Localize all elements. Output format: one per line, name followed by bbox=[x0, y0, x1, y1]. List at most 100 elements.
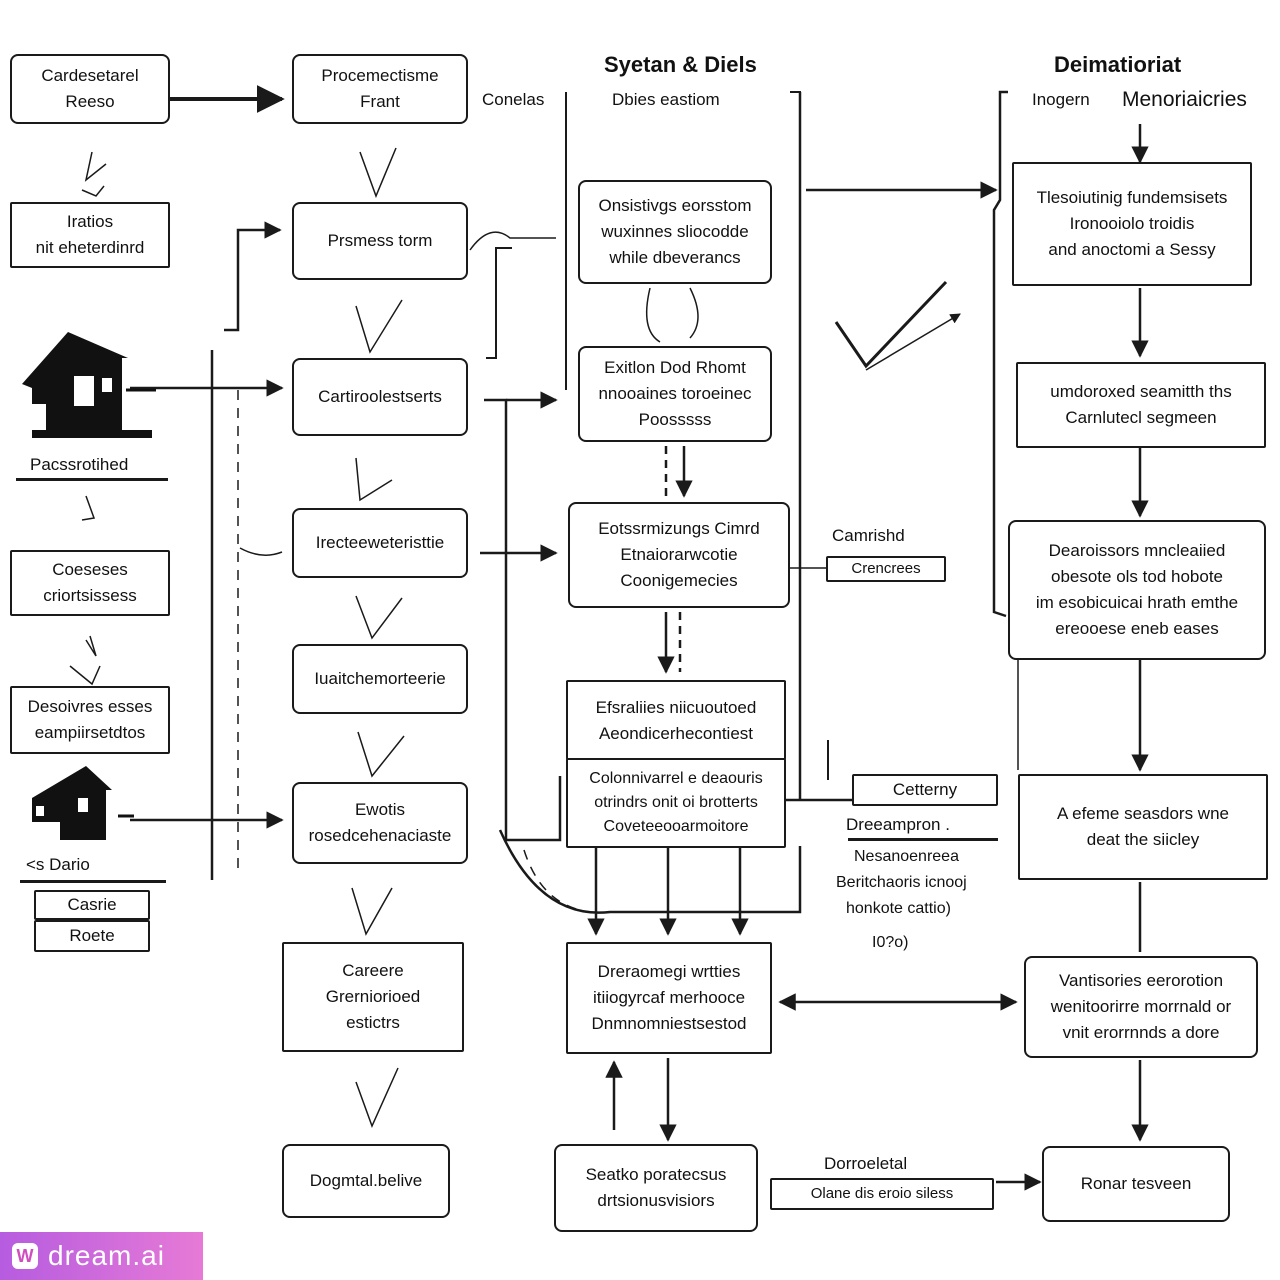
col2-box-2[interactable]: Prsmess torm bbox=[292, 202, 468, 280]
col4-box-6[interactable]: Ronar tesveen bbox=[1042, 1146, 1230, 1222]
col3-box-3-line-1: Eotssrmizungs Cimrd bbox=[598, 519, 760, 538]
col3-box-4a[interactable]: Efsraliies niicuoutoed Aeondicerhecontie… bbox=[566, 680, 786, 760]
col2-box-7-line-2: Grerniorioed bbox=[325, 987, 421, 1006]
col1-box-4-line-1: Desoivres esses bbox=[27, 697, 153, 716]
col4-box-4[interactable]: A efeme seasdors wne deat the siicley bbox=[1018, 774, 1268, 880]
col3-box-1-line-1: Onsistivgs eorsstom bbox=[598, 196, 752, 215]
col1-box-4-line-2: eampiirsetdtos bbox=[34, 723, 146, 742]
col1-box-4[interactable]: Desoivres esses eampiirsetdtos bbox=[10, 686, 170, 754]
col3-box-2-line-2: nnooaines toroeinec bbox=[598, 384, 752, 403]
col3-box-2[interactable]: Exitlon Dod Rhomt nnooaines toroeinec Po… bbox=[578, 346, 772, 442]
olane-box[interactable]: Olane dis eroio siless bbox=[770, 1178, 994, 1210]
col2-box-4[interactable]: Irecteeweteristtie bbox=[292, 508, 468, 578]
dreeampron-label: Dreeampron . bbox=[846, 815, 950, 834]
col4-box-1-line-3: and anoctomi a Sessy bbox=[1048, 240, 1216, 259]
cetterny-label: Cetterny bbox=[892, 780, 958, 799]
col4-box-2-line-2: Carnlutecl segmeen bbox=[1065, 408, 1217, 427]
system-subheader-right: Dbies eastiom bbox=[612, 90, 720, 109]
col3-box-4a-line-2: Aeondicerhecontiest bbox=[598, 724, 754, 743]
cmerees-box[interactable]: Crencrees bbox=[826, 556, 946, 582]
w-logo-icon: W bbox=[12, 1243, 38, 1269]
col4-box-5[interactable]: Vantisories eerorotion wenitoorirre morr… bbox=[1024, 956, 1258, 1058]
col4-box-4-line-2: deat the siicley bbox=[1086, 830, 1200, 849]
col1-box-1[interactable]: Cardesetarel Reeso bbox=[10, 54, 170, 124]
col3-box-5-line-2: itiiogyrcaf merhooce bbox=[592, 988, 746, 1007]
dream-ai-watermark: W dream.ai bbox=[0, 1232, 203, 1280]
col1-box-3-line-1: Coeseses bbox=[52, 560, 128, 579]
col4-box-3-line-3: im esobicuicai hrath emthe bbox=[1035, 593, 1239, 612]
col4-box-3[interactable]: Dearoissors mncleaiied obesote ols tod h… bbox=[1008, 520, 1266, 660]
col4-box-3-line-4: ereooese eneb eases bbox=[1055, 619, 1219, 638]
col2-box-6-line-2: rosedcehenaciaste bbox=[308, 826, 452, 845]
col3-box-1[interactable]: Onsistivgs eorsstom wuxinnes sliocodde w… bbox=[578, 180, 772, 284]
col2-box-1-line-2: Frant bbox=[360, 92, 400, 111]
cmerees-label: Crencrees bbox=[851, 560, 921, 577]
defination-subheader-left: Inogern bbox=[1032, 90, 1090, 109]
col2-box-6-line-1: Ewotis bbox=[354, 800, 406, 819]
col4-box-3-line-1: Dearoissors mncleaiied bbox=[1048, 541, 1226, 560]
col3-box-4b[interactable]: Colonnivarrel e deaouris otrindrs onit o… bbox=[566, 758, 786, 848]
col2-box-7-line-3: estictrs bbox=[346, 1013, 400, 1032]
col3-box-5[interactable]: Dreraomegi wrtties itiiogyrcaf merhooce … bbox=[566, 942, 772, 1054]
house-small-icon bbox=[32, 766, 134, 840]
col3-box-3-line-2: Etnaiorarwcotie bbox=[620, 545, 738, 564]
col2-box-7[interactable]: Careere Grerniorioed estictrs bbox=[282, 942, 464, 1052]
note-line-1: Nesanoenreea bbox=[854, 848, 959, 865]
defination-header: Deimatioriat bbox=[1054, 52, 1182, 77]
col3-box-3[interactable]: Eotssrmizungs Cimrd Etnaiorarwcotie Coon… bbox=[568, 502, 790, 608]
col4-box-2[interactable]: umdoroxed seamitth ths Carnlutecl segmee… bbox=[1016, 362, 1266, 448]
col2-box-7-line-1: Careere bbox=[342, 961, 404, 980]
col4-box-2-line-1: umdoroxed seamitth ths bbox=[1050, 382, 1232, 401]
cetterny-box[interactable]: Cetterny bbox=[852, 774, 998, 806]
col3-box-4b-line-3: Coveteeooarmoitore bbox=[603, 818, 749, 835]
col2-box-3[interactable]: Cartiroolestserts bbox=[292, 358, 468, 436]
col2-box-8[interactable]: Dogmtal.belive bbox=[282, 1144, 450, 1218]
col2-box-5-label: Iuaitchemorteerie bbox=[314, 669, 446, 688]
col2-box-2-label: Prsmess torm bbox=[327, 231, 433, 250]
col3-box-5-line-3: Dnmnomniestsestod bbox=[591, 1014, 747, 1033]
note-line-3: honkote cattio) bbox=[846, 900, 951, 917]
dreeampron-underline bbox=[848, 838, 998, 841]
note-line-4: I0?o) bbox=[872, 934, 909, 951]
col1-box-2[interactable]: Iratios nit eheterdinrd bbox=[10, 202, 170, 268]
col1-box-2-line-2: nit eheterdinrd bbox=[35, 238, 145, 257]
system-subheader-left: Conelas bbox=[482, 90, 545, 109]
col3-box-6-line-2: drtsionusvisiors bbox=[597, 1191, 715, 1210]
house-1-label: Pacssrotihed bbox=[30, 455, 129, 474]
col3-box-4b-line-2: otrindrs onit oi brotterts bbox=[594, 794, 758, 811]
col3-box-6[interactable]: Seatko poratecsus drtsionusvisiors bbox=[554, 1144, 758, 1232]
note-line-2: Beritchaoris icnooj bbox=[836, 874, 967, 891]
col1-box-3-line-2: criortsissess bbox=[43, 586, 137, 605]
col3-box-2-line-1: Exitlon Dod Rhomt bbox=[604, 358, 746, 377]
dorroeletal-label: Dorroeletal bbox=[824, 1154, 908, 1173]
olane-label: Olane dis eroio siless bbox=[810, 1185, 954, 1202]
house-2-underline bbox=[20, 880, 166, 883]
col3-box-1-line-3: while dbeverancs bbox=[609, 248, 741, 267]
col4-box-1-line-2: Ironooiolo troidis bbox=[1069, 214, 1195, 233]
col2-box-6[interactable]: Ewotis rosedcehenaciaste bbox=[292, 782, 468, 864]
col2-box-8-label: Dogmtal.belive bbox=[309, 1171, 423, 1190]
col1-box-6[interactable]: Roete bbox=[34, 920, 150, 952]
col1-box-1-line-2: Reeso bbox=[65, 92, 115, 111]
brand-text: dream.ai bbox=[48, 1240, 165, 1271]
col2-box-1[interactable]: Procemectisme Frant bbox=[292, 54, 468, 124]
col3-box-6-line-1: Seatko poratecsus bbox=[585, 1165, 727, 1184]
col1-box-3[interactable]: Coeseses criortsissess bbox=[10, 550, 170, 616]
col2-box-5[interactable]: Iuaitchemorteerie bbox=[292, 644, 468, 714]
col2-box-1-line-1: Procemectisme bbox=[321, 66, 439, 85]
house-icon bbox=[22, 332, 156, 438]
col2-box-3-label: Cartiroolestserts bbox=[318, 387, 442, 406]
col4-box-3-line-2: obesote ols tod hobote bbox=[1050, 567, 1224, 586]
col1-box-1-line-1: Cardesetarel bbox=[41, 66, 139, 85]
col3-box-1-line-2: wuxinnes sliocodde bbox=[601, 222, 749, 241]
col3-box-4b-line-1: Colonnivarrel e deaouris bbox=[589, 770, 763, 787]
col3-box-3-line-3: Coonigemecies bbox=[620, 571, 738, 590]
col1-box-5[interactable]: Casrie bbox=[34, 890, 150, 920]
col1-box-2-line-1: Iratios bbox=[66, 212, 114, 231]
col3-box-2-line-3: Poosssss bbox=[638, 410, 712, 429]
col4-box-4-line-1: A efeme seasdors wne bbox=[1057, 804, 1229, 823]
col4-box-5-line-2: wenitoorirre morrnald or bbox=[1050, 997, 1232, 1016]
col4-box-1[interactable]: Tlesoiutinig fundemsisets Ironooiolo tro… bbox=[1012, 162, 1252, 286]
defination-subheader-right: Menoriaicries bbox=[1122, 88, 1247, 111]
